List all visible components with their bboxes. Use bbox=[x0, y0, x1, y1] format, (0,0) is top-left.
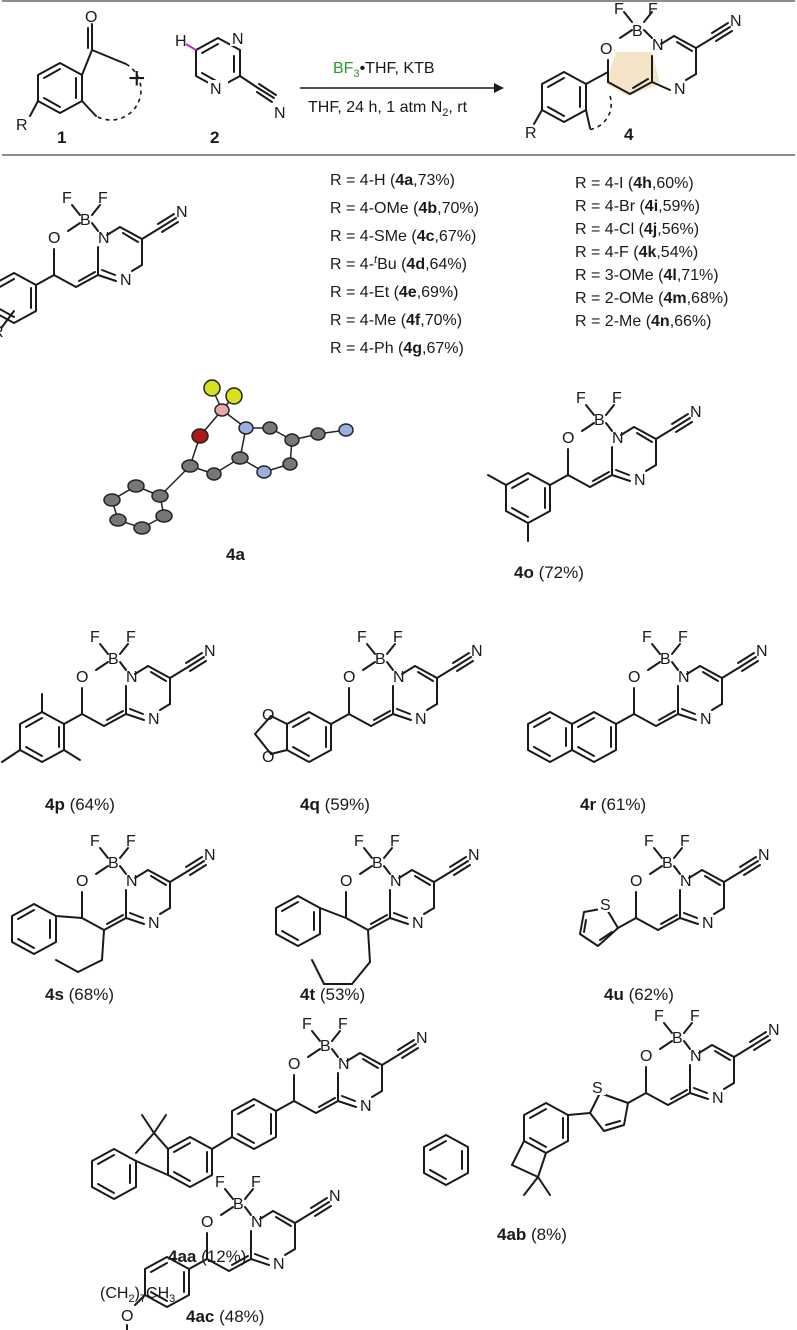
fluorine-atom: F bbox=[614, 1, 624, 18]
nitrogen-atom: N bbox=[210, 81, 222, 98]
substituent-4m: R = 2-OMe (4m,68%) bbox=[575, 290, 728, 307]
substituent-4e: R = 4-Et (4e,69%) bbox=[330, 284, 459, 301]
sulfur-atom: S bbox=[592, 1080, 603, 1097]
generic-product-structure: R bbox=[0, 189, 189, 341]
structure-4ab: S bbox=[423, 1007, 781, 1196]
substituent-4f: R = 4-Me (4f,70%) bbox=[330, 312, 462, 329]
structure-4ac: O bbox=[121, 1173, 342, 1330]
nitrile-nitrogen: N bbox=[274, 105, 286, 122]
structure-4r bbox=[527, 628, 769, 763]
r-group-label: R bbox=[0, 324, 4, 341]
substituent-4l: R = 3-OMe (4l,71%) bbox=[575, 267, 719, 284]
compound-4ac-caption: 4ac (48%) bbox=[186, 1307, 264, 1326]
substituent-4k: R = 4-F (4k,54%) bbox=[575, 244, 698, 261]
substituent-4h: R = 4-I (4h,60%) bbox=[575, 175, 694, 192]
oxygen-atom: O bbox=[262, 707, 274, 724]
reagent-text: BF3•THF, KTB bbox=[333, 60, 435, 80]
compound-4q-caption: 4q (59%) bbox=[300, 795, 370, 814]
nitrogen-atom: N bbox=[674, 81, 686, 98]
oxygen-atom: O bbox=[262, 749, 274, 766]
compound-4p-caption: 4p (64%) bbox=[45, 795, 115, 814]
compound-4s-caption: 4s (68%) bbox=[45, 985, 114, 1004]
structure-4u: S bbox=[579, 832, 771, 947]
nitrogen-atom: N bbox=[652, 37, 664, 54]
substituent-4d: R = 4-tBu (4d,64%) bbox=[330, 254, 467, 273]
product-4-structure: O B F F N N N R 4 bbox=[525, 1, 742, 144]
plus-sign: + bbox=[128, 62, 146, 95]
compound-4o-caption: 4o (72%) bbox=[514, 563, 584, 582]
substituent-4n: R = 2-Me (4n,66%) bbox=[575, 313, 711, 330]
octyl-chain-label: (CH2)7CH3 bbox=[100, 1285, 175, 1305]
substituent-4j: R = 4-Cl (4j,56%) bbox=[575, 221, 699, 238]
fluorine-atom: F bbox=[648, 1, 658, 18]
substituent-4c: R = 4-SMe (4c,67%) bbox=[330, 228, 476, 245]
nitrile-nitrogen: N bbox=[730, 13, 742, 30]
oxygen-atom: O bbox=[600, 41, 612, 58]
compound-4t-caption: 4t (53%) bbox=[300, 985, 365, 1004]
pyrazine-2-structure: H N N N 2 bbox=[175, 30, 286, 147]
substituent-list-col1: R = 4-H (4a,73%) R = 4-OMe (4b,70%) R = … bbox=[330, 172, 479, 357]
boron-atom: B bbox=[632, 23, 643, 40]
compound-4a-label: 4a bbox=[226, 545, 245, 564]
ketone-1-structure: O R 1 bbox=[16, 9, 142, 147]
substituent-4i: R = 4-Br (4i,59%) bbox=[575, 198, 700, 215]
substituent-4b: R = 4-OMe (4b,70%) bbox=[330, 200, 479, 217]
compound-1-label: 1 bbox=[57, 128, 66, 147]
conditions-text: THF, 24 h, 1 atm N2, rt bbox=[308, 99, 468, 119]
crystal-structure-4a bbox=[103, 379, 354, 535]
sulfur-atom: S bbox=[600, 897, 611, 914]
carbonyl-oxygen: O bbox=[85, 9, 97, 26]
structure-4aa bbox=[91, 1015, 429, 1200]
substituent-4g: R = 4-Ph (4g,67%) bbox=[330, 340, 464, 357]
hydrogen-atom: H bbox=[175, 33, 187, 50]
reaction-arrow bbox=[300, 83, 504, 93]
compound-4-label: 4 bbox=[624, 125, 634, 144]
r-group-label: R bbox=[525, 125, 537, 142]
compound-4u-caption: 4u (62%) bbox=[604, 985, 674, 1004]
structure-4o bbox=[487, 389, 703, 542]
nitrogen-atom: N bbox=[232, 31, 244, 48]
r-group-label: R bbox=[16, 117, 28, 134]
structure-4q bbox=[254, 628, 484, 763]
structure-4t bbox=[275, 832, 481, 985]
substituent-list-col2: R = 4-I (4h,60%) R = 4-Br (4i,59%) R = 4… bbox=[575, 175, 728, 330]
substituent-4a: R = 4-H (4a,73%) bbox=[330, 172, 455, 189]
compound-2-label: 2 bbox=[210, 128, 219, 147]
oxygen-atom: O bbox=[121, 1308, 133, 1325]
compound-4ab-caption: 4ab (8%) bbox=[497, 1225, 567, 1244]
structure-4s bbox=[11, 832, 217, 973]
compound-4r-caption: 4r (61%) bbox=[580, 795, 646, 814]
structure-4p bbox=[1, 628, 217, 763]
